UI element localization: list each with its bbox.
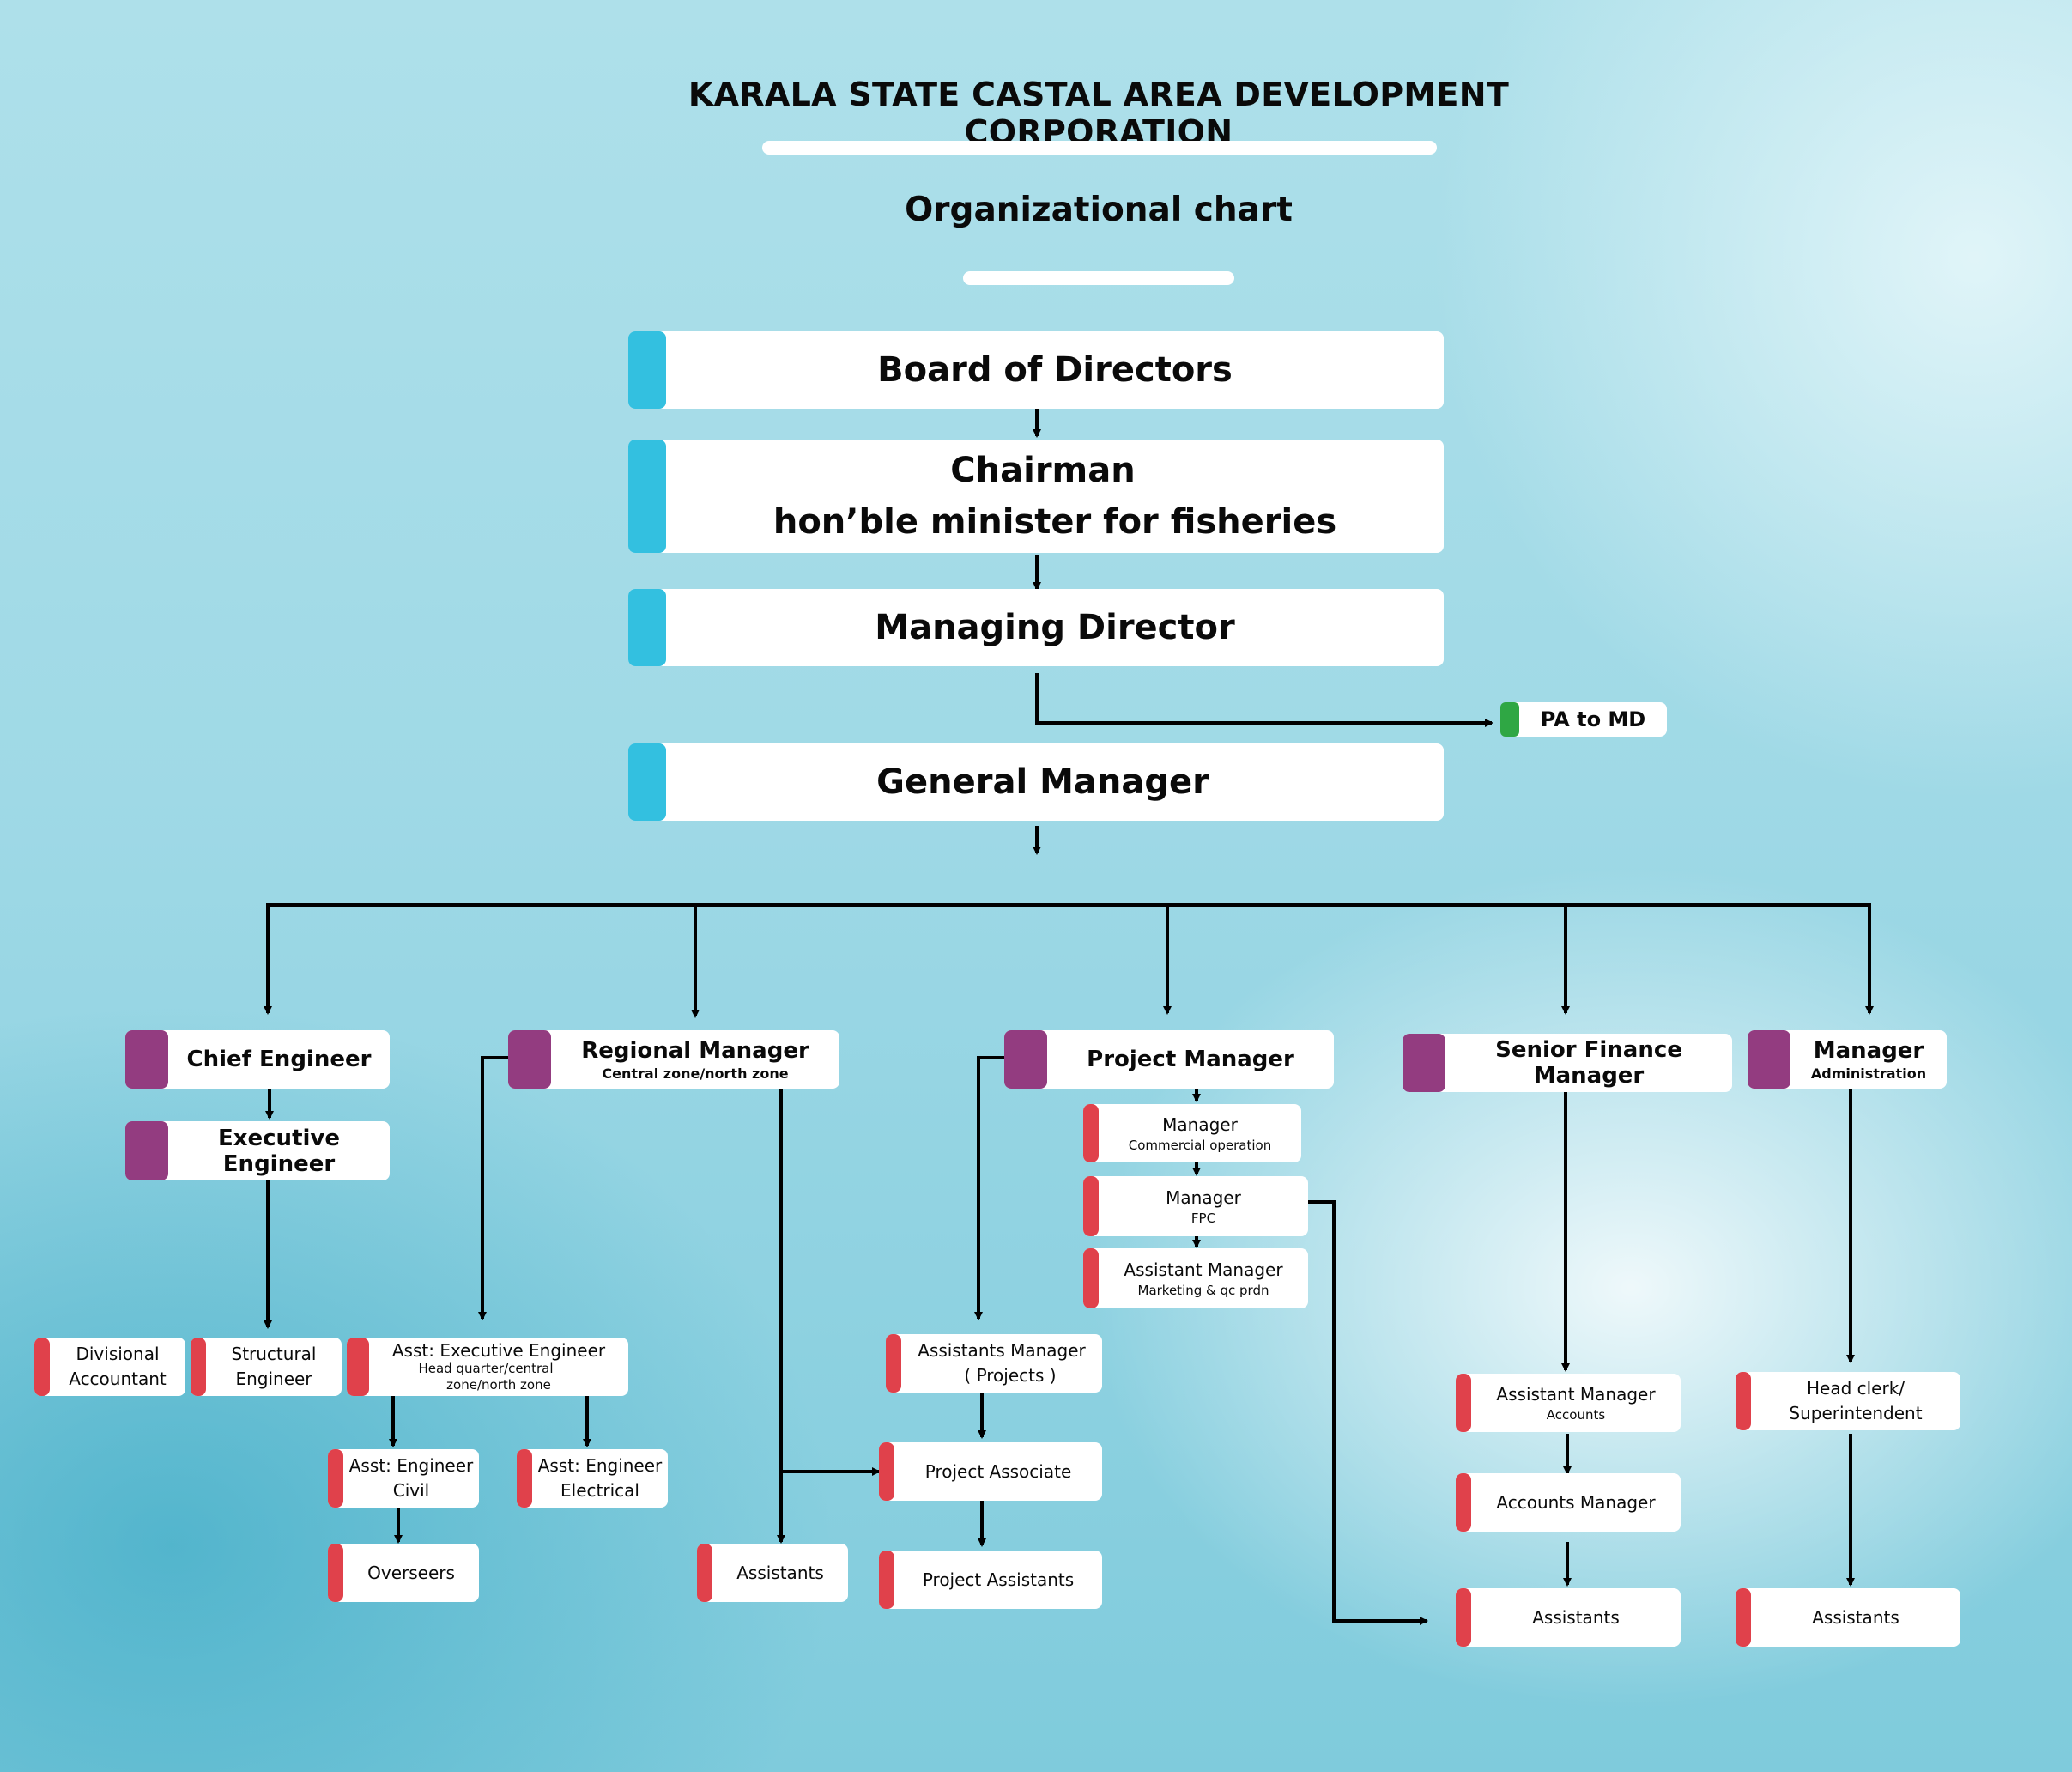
connector-fpc-finance-assistants bbox=[1308, 1200, 1428, 1625]
node-admin-assistants: Assistants bbox=[1736, 1588, 1960, 1647]
node-divisional-accountant: Divisional Accountant bbox=[34, 1338, 185, 1396]
node-asst-manager-marketing: Assistant Manager Marketing & qc prdn bbox=[1083, 1248, 1308, 1308]
node-pa-to-md: PA to MD bbox=[1500, 702, 1667, 737]
node-subtitle-line2: zone/north zone bbox=[446, 1377, 551, 1393]
node-project-manager: Project Manager bbox=[1004, 1030, 1334, 1089]
node-chief-engineer: Chief Engineer bbox=[125, 1030, 390, 1089]
node-accounts-manager: Accounts Manager bbox=[1456, 1473, 1681, 1532]
node-project-associate: Project Associate bbox=[879, 1442, 1102, 1501]
node-title: PA to MD bbox=[1540, 707, 1646, 731]
node-title-line2: Engineer bbox=[235, 1368, 312, 1389]
node-manager-commercial: Manager Commercial operation bbox=[1083, 1104, 1301, 1162]
node-title: Head clerk/ bbox=[1806, 1378, 1905, 1399]
node-title-line2: Superintendent bbox=[1789, 1403, 1923, 1423]
node-title: Project Associate bbox=[924, 1460, 1072, 1482]
node-title-line2: ( Projects ) bbox=[964, 1365, 1057, 1386]
node-assistants-manager-projects: Assistants Manager ( Projects ) bbox=[886, 1334, 1102, 1393]
node-subtitle: Accounts bbox=[1546, 1406, 1606, 1423]
node-title: General Manager bbox=[876, 762, 1209, 802]
subtitle-underline bbox=[963, 271, 1234, 285]
node-managing-director: Managing Director bbox=[628, 589, 1444, 666]
node-subtitle: Commercial operation bbox=[1128, 1137, 1272, 1153]
node-title-line2: Electrical bbox=[560, 1480, 639, 1501]
connector-pm-asstmgr bbox=[974, 1056, 1004, 1320]
node-title: Project Assistants bbox=[922, 1569, 1075, 1590]
node-title: Manager bbox=[1813, 1037, 1924, 1064]
node-title: Managing Director bbox=[875, 608, 1235, 647]
node-finance-assistants: Assistants bbox=[1456, 1588, 1681, 1647]
node-title: Accounts Manager bbox=[1496, 1491, 1656, 1513]
node-title-line2: hon’ble minister for fisheries bbox=[772, 502, 1337, 542]
node-title: Senior Finance Manager bbox=[1495, 1037, 1682, 1089]
node-subtitle: Marketing & qc prdn bbox=[1137, 1282, 1269, 1298]
node-title: Chairman bbox=[950, 451, 1136, 490]
node-title: Regional Manager bbox=[581, 1037, 809, 1064]
node-project-assistants: Project Assistants bbox=[879, 1550, 1102, 1609]
node-asst-engineer-electrical: Asst: Engineer Electrical bbox=[517, 1449, 668, 1508]
connector-rm-aee bbox=[478, 1056, 508, 1320]
node-subtitle: Head quarter/central bbox=[418, 1360, 554, 1376]
node-title: Divisional bbox=[76, 1344, 160, 1364]
node-subtitle: FPC bbox=[1190, 1210, 1216, 1226]
node-title: Assistants Manager bbox=[918, 1340, 1086, 1361]
node-asst-executive-engineer: Asst: Executive Engineer Head quarter/ce… bbox=[347, 1338, 628, 1396]
node-title: Structural bbox=[231, 1344, 317, 1364]
node-title: Asst: Engineer bbox=[348, 1455, 474, 1476]
node-subtitle: Administration bbox=[1810, 1065, 1927, 1082]
node-general-manager: General Manager bbox=[628, 743, 1444, 821]
node-executive-engineer: Executive Engineer bbox=[125, 1121, 390, 1180]
chart-subtitle: Organizational chart bbox=[905, 191, 1293, 229]
node-title: Board of Directors bbox=[877, 350, 1233, 390]
node-subtitle: Central zone/north zone bbox=[602, 1065, 789, 1082]
node-head-clerk: Head clerk/ Superintendent bbox=[1736, 1372, 1960, 1430]
node-title: Asst: Executive Engineer bbox=[391, 1339, 606, 1361]
node-asst-manager-accounts: Assistant Manager Accounts bbox=[1456, 1374, 1681, 1432]
node-asst-engineer-civil: Asst: Engineer Civil bbox=[328, 1449, 479, 1508]
node-title: Manager bbox=[1162, 1114, 1238, 1135]
node-title: Assistant Manager bbox=[1124, 1259, 1283, 1280]
connector-md-pa bbox=[1035, 673, 1493, 727]
page-title: KARALA STATE CASTAL AREA DEVELOPMENT COR… bbox=[688, 76, 1510, 151]
node-title: Chief Engineer bbox=[186, 1047, 372, 1072]
node-title: Assistant Manager bbox=[1496, 1383, 1656, 1405]
node-title: Executive Engineer bbox=[217, 1125, 340, 1177]
node-title: Overseers bbox=[367, 1562, 455, 1583]
node-overseers: Overseers bbox=[328, 1544, 479, 1602]
title-underline bbox=[762, 141, 1437, 155]
node-regional-manager: Regional Manager Central zone/north zone bbox=[508, 1030, 839, 1089]
node-title-line2: Civil bbox=[392, 1480, 430, 1501]
node-chairman: Chairman hon’ble minister for fisheries bbox=[628, 440, 1444, 553]
node-manager-fpc: Manager FPC bbox=[1083, 1176, 1308, 1236]
node-title: Asst: Engineer bbox=[537, 1455, 663, 1476]
node-title-line2: Accountant bbox=[69, 1368, 167, 1389]
node-title: Assistants bbox=[736, 1562, 824, 1583]
node-senior-finance-manager: Senior Finance Manager bbox=[1403, 1034, 1732, 1092]
node-title: Assistants bbox=[1532, 1606, 1620, 1628]
node-title: Assistants bbox=[1812, 1606, 1899, 1628]
node-structural-engineer: Structural Engineer bbox=[191, 1338, 342, 1396]
node-manager-administration: Manager Administration bbox=[1748, 1030, 1947, 1089]
node-board-of-directors: Board of Directors bbox=[628, 331, 1444, 409]
node-title: Manager bbox=[1166, 1186, 1241, 1208]
node-regional-assistants: Assistants bbox=[697, 1544, 848, 1602]
node-title: Project Manager bbox=[1087, 1047, 1294, 1072]
